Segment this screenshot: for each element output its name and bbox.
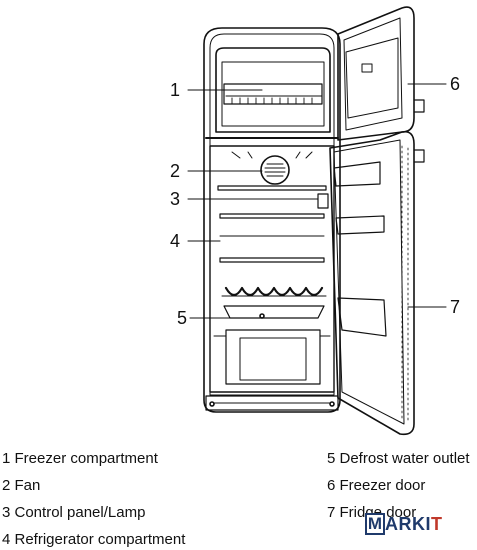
watermark-logo: M ARKI T bbox=[365, 512, 442, 536]
cabinet-inner-edge bbox=[209, 33, 335, 396]
bottle-rack bbox=[224, 286, 324, 297]
crisper-drawer bbox=[225, 329, 321, 385]
callout-2: 2 bbox=[170, 161, 181, 181]
legend-item-refrigerator-compartment: 4 Refrigerator compartment bbox=[2, 531, 186, 548]
freezer-compartment bbox=[215, 47, 331, 133]
defrost-outlet bbox=[223, 305, 325, 319]
callout-5: 5 bbox=[177, 308, 188, 328]
watermark-logo-text: ARKI bbox=[385, 513, 431, 534]
legend-item-fan: 2 Fan bbox=[2, 477, 41, 494]
freezer-shelf bbox=[223, 83, 323, 105]
refrigerator-illustration bbox=[187, 6, 447, 436]
legend-item-freezer-compartment: 1 Freezer compartment bbox=[2, 450, 158, 467]
watermark-logo-m: M bbox=[365, 513, 385, 535]
callout-3: 3 bbox=[170, 189, 181, 209]
legend-item-freezer-door: 6 Freezer door bbox=[327, 477, 426, 494]
watermark-logo-accent: T bbox=[431, 513, 442, 534]
legend-item-control-panel-lamp: 3 Control panel/Lamp bbox=[2, 504, 146, 521]
legend-item-defrost-water-outlet: 5 Defrost water outlet bbox=[327, 450, 470, 467]
callout-1: 1 bbox=[170, 80, 181, 100]
fan bbox=[260, 155, 290, 185]
cabinet-base bbox=[205, 395, 339, 411]
callout-7: 7 bbox=[450, 297, 461, 317]
legend-item-fridge-door: 7 Fridge door bbox=[327, 504, 417, 521]
fridge-shelf bbox=[217, 185, 327, 191]
callout-4: 4 bbox=[170, 231, 181, 251]
control-panel bbox=[317, 193, 329, 209]
fridge-door bbox=[329, 130, 415, 436]
callout-6: 6 bbox=[450, 74, 461, 94]
